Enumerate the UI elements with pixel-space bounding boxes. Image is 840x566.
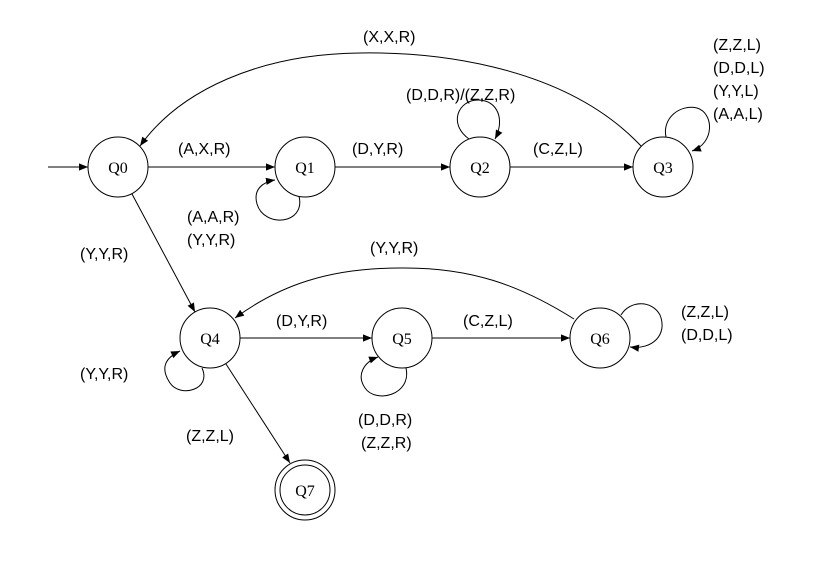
edge-q4-q4-loop [164, 350, 205, 392]
state-q6: Q6 [569, 307, 631, 369]
edge-label: (Z,Z,L) [186, 428, 234, 445]
edge-label: (Y,Y,R) [187, 232, 235, 249]
state-label: Q2 [470, 160, 490, 177]
edge-label: (D,D,R)/(Z,Z,R) [406, 87, 515, 104]
edge-q6-q6-loop [620, 303, 663, 352]
edge-q2-q2-loop [457, 99, 503, 140]
edge-label: (Z,Z,L) [681, 304, 729, 321]
edge-q3-q3-loop [664, 106, 710, 152]
state-q4: Q4 [179, 307, 241, 369]
edge-label: (D,D,L) [713, 60, 765, 77]
state-q0: Q0 [87, 136, 149, 198]
state-label: Q6 [590, 331, 610, 348]
state-label: Q5 [392, 331, 412, 348]
state-q3: Q3 [632, 136, 694, 198]
state-q1: Q1 [274, 136, 336, 198]
edge-q6-q4 [234, 267, 575, 320]
state-label: Q1 [295, 160, 315, 177]
edge-label: (D,D,L) [681, 327, 733, 344]
edge-label: (D,D,R) [358, 412, 412, 429]
edge-label: (A,X,R) [178, 141, 230, 158]
edge-label: (Y,Y,L) [713, 83, 759, 100]
edge-label: (X,X,R) [363, 29, 415, 46]
state-label: Q7 [295, 483, 315, 500]
edge-label: (Y,Y,R) [80, 366, 128, 383]
edge-label: (D,Y,R) [276, 313, 327, 330]
edge-label: (D,Y,R) [352, 141, 403, 158]
edge-q4-q7 [225, 363, 291, 464]
edge-q1-q1-loop [255, 177, 301, 221]
state-label: Q4 [200, 331, 220, 348]
edge-label: (Z,Z,L) [713, 37, 761, 54]
edge-q3-q0 [139, 52, 642, 147]
edge-label: (A,A,L) [713, 106, 763, 123]
state-label: Q0 [108, 160, 128, 177]
state-q2: Q2 [449, 136, 511, 198]
state-q7-accept: Q7 [274, 459, 336, 521]
edge-q5-q5-loop [360, 356, 408, 397]
edge-label: (C,Z,L) [463, 313, 513, 330]
edge-q0-q4 [131, 193, 196, 313]
edge-label: (C,Z,L) [533, 141, 583, 158]
state-label: Q3 [653, 160, 673, 177]
edge-label: (Z,Z,R) [361, 435, 412, 452]
edge-label: (Y,Y,R) [370, 240, 418, 257]
edge-label: (A,A,R) [187, 209, 239, 226]
state-q5: Q5 [371, 307, 433, 369]
edge-label: (Y,Y,R) [80, 246, 128, 263]
